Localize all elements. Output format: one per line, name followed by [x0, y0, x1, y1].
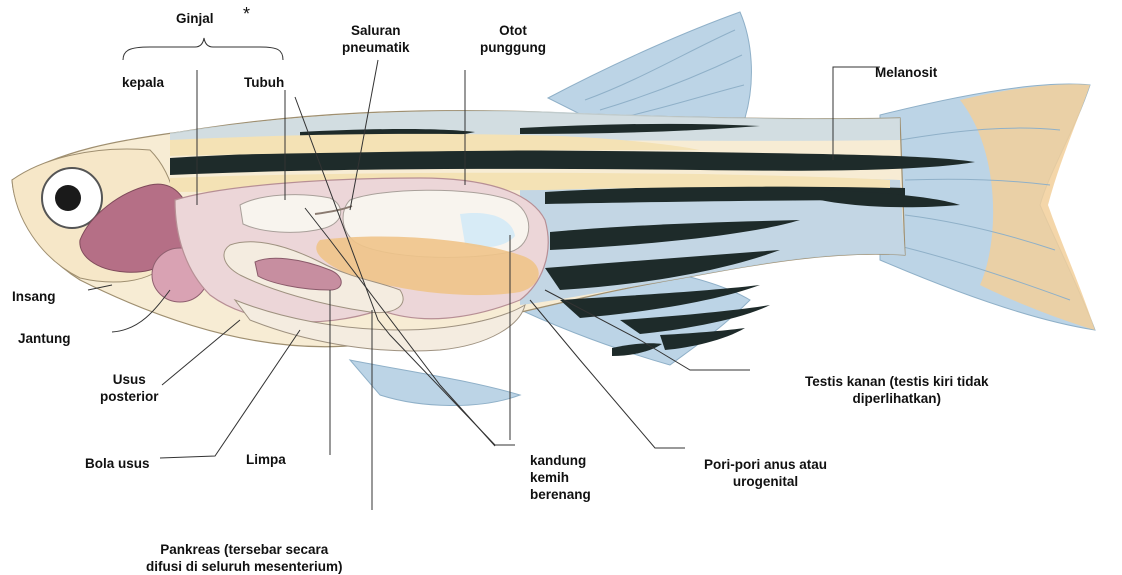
label-bola-usus: Bola usus — [85, 455, 150, 472]
pupil — [55, 185, 81, 211]
label-usus-posterior: Usus posterior — [100, 371, 159, 405]
label-kandung-kemih-berenang: kandung kemih berenang — [530, 452, 591, 503]
label-saluran-pneumatik: Saluran pneumatik — [342, 22, 410, 56]
label-melanosit: Melanosit — [875, 64, 937, 81]
label-limpa: Limpa — [246, 451, 286, 468]
swim-bladder-anterior — [240, 195, 341, 233]
label-asterisk: * — [243, 6, 250, 23]
label-jantung: Jantung — [18, 330, 71, 347]
label-pankreas: Pankreas (tersebar secara difusi di selu… — [146, 541, 343, 575]
label-insang: Insang — [12, 288, 56, 305]
label-kepala: kepala — [122, 74, 164, 91]
label-ginjal: Ginjal — [176, 10, 214, 27]
label-testis: Testis kanan (testis kiri tidak diperlih… — [805, 373, 989, 407]
label-tubuh: Tubuh — [244, 74, 284, 91]
label-pori-pori: Pori-pori anus atau urogenital — [704, 456, 827, 490]
dorsal-fin — [548, 12, 751, 126]
label-otot-punggung: Otot punggung — [480, 22, 546, 56]
